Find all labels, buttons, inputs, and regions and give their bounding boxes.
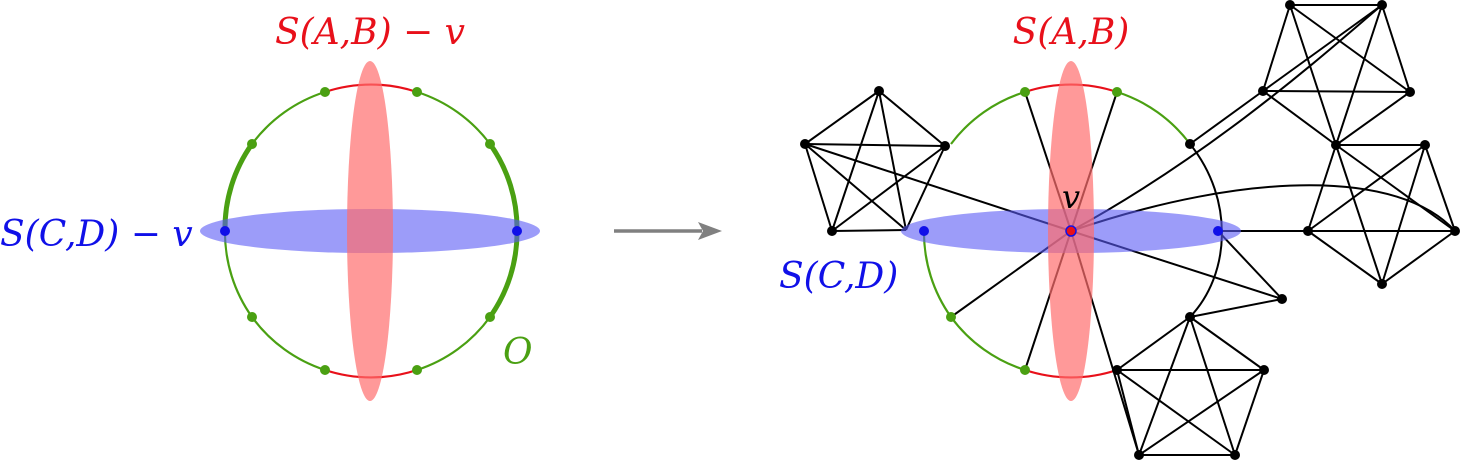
black-vertices xyxy=(800,0,1460,460)
label-cycle-o: O xyxy=(503,332,533,373)
vertex-green xyxy=(412,365,422,375)
label-right-sab: S(A,B) xyxy=(1013,12,1130,53)
cycle-arc-green xyxy=(950,90,1026,145)
cycle-arc-green xyxy=(950,316,1026,372)
separator-ab-ellipse xyxy=(347,61,393,401)
vertex-green xyxy=(1112,87,1122,97)
transform-arrow xyxy=(614,222,722,240)
arrow-head xyxy=(698,222,722,240)
vertex-blue xyxy=(512,226,522,236)
vertex-blue xyxy=(1213,226,1223,236)
vertex-blue xyxy=(919,226,929,236)
cycle-arc-green xyxy=(1116,90,1191,145)
vertex-green xyxy=(1020,87,1030,97)
vertex-blue xyxy=(220,226,230,236)
cycle-arc-thin-green xyxy=(251,316,326,372)
vertex-green xyxy=(320,87,330,97)
vertex-green xyxy=(247,312,257,322)
vertex-green xyxy=(320,365,330,375)
cycle-arc-thin-green xyxy=(251,90,326,145)
vertex-green xyxy=(485,312,495,322)
vertex-green xyxy=(946,312,956,322)
vertex-green xyxy=(1020,365,1030,375)
left-panel: S(A,B) − v S(C,D) − v O xyxy=(0,12,540,401)
label-right-scd: S(C,D) xyxy=(779,256,898,297)
vertex-green xyxy=(412,87,422,97)
label-left-scd: S(C,D) − v xyxy=(0,214,193,255)
cycle-arc-thin-green xyxy=(416,90,491,145)
label-vertex-v: v xyxy=(1062,178,1080,216)
vertex-v xyxy=(1065,225,1077,237)
label-left-sab: S(A,B) − v xyxy=(275,12,465,53)
cycle-arc-thin-green xyxy=(416,316,491,372)
vertex-green xyxy=(247,139,257,149)
vertex-green xyxy=(485,139,495,149)
right-panel: S(A,B) S(C,D) v xyxy=(779,0,1460,460)
